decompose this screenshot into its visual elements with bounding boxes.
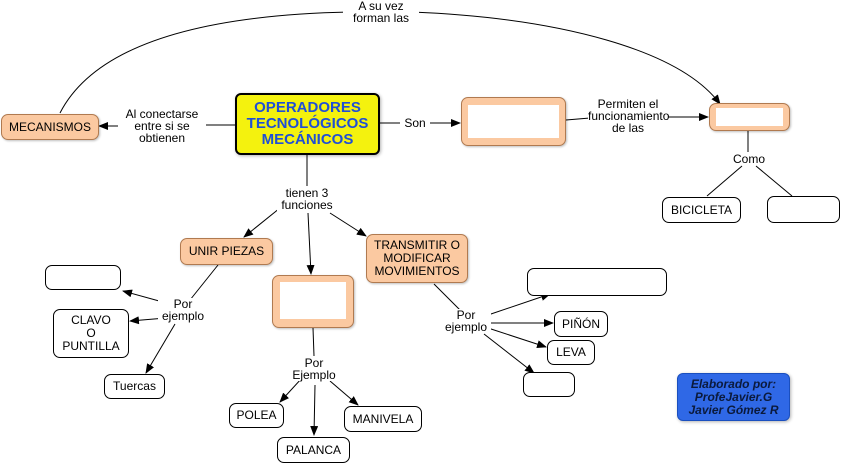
link-al-conectarse: Al conectarse entre si se obtienen bbox=[118, 108, 206, 144]
edge-pe2-palanca bbox=[310, 384, 319, 436]
node-blank-long[interactable] bbox=[527, 268, 667, 296]
node-mecanismos[interactable]: MECANISMOS bbox=[1, 114, 99, 140]
edge-unir-porejemplo bbox=[189, 264, 219, 301]
edge-forman-piezas2 bbox=[411, 11, 721, 105]
link-por-ejemplo-3: Por ejemplo bbox=[441, 309, 491, 333]
edge-pe3-leva bbox=[487, 327, 547, 348]
edge-pe3-blank1 bbox=[487, 293, 551, 316]
edge-como-blank bbox=[755, 165, 793, 197]
hidden-text-mask bbox=[716, 108, 783, 126]
edge-middle-pe2 bbox=[312, 327, 315, 357]
edge-tienen-transmitir bbox=[329, 212, 367, 237]
node-leva[interactable]: LEVA bbox=[547, 340, 595, 365]
node-tuercas[interactable]: Tuercas bbox=[104, 374, 165, 399]
link-son: Son bbox=[400, 117, 430, 129]
edge-mecanismos-forman bbox=[59, 11, 351, 114]
node-transmitir[interactable]: TRANSMITIR O MODIFICAR MOVIMIENTOS bbox=[366, 234, 468, 283]
edge-transmitir-pe3 bbox=[433, 283, 461, 311]
edge-tienen-unir bbox=[243, 207, 281, 238]
node-blank-small[interactable] bbox=[523, 372, 575, 397]
hidden-text-mask bbox=[280, 282, 346, 319]
node-right-box[interactable] bbox=[709, 103, 790, 131]
edge-como-bicicleta bbox=[706, 165, 743, 197]
node-blank-right[interactable] bbox=[767, 196, 840, 223]
edge-tienen-middle bbox=[306, 212, 315, 275]
link-por-ejemplo-1: Por ejemplo bbox=[158, 298, 208, 322]
hidden-text-mask bbox=[468, 105, 559, 138]
node-polea[interactable]: POLEA bbox=[229, 403, 284, 428]
node-manivela[interactable]: MANIVELA bbox=[344, 406, 422, 432]
node-operadores[interactable]: OPERADORES TECNOLÓGICOS MECÁNICOS bbox=[235, 93, 380, 155]
edge-pe1-tuercas bbox=[145, 323, 176, 374]
link-como: Como bbox=[729, 153, 769, 165]
edge-pe2-polea bbox=[279, 377, 303, 403]
link-por-ejemplo-2: Por Ejemplo bbox=[288, 357, 340, 381]
edge-piezas-permiten bbox=[565, 117, 591, 121]
node-clavo[interactable]: CLAVO O PUNTILLA bbox=[53, 309, 129, 358]
node-blank-left[interactable] bbox=[45, 265, 121, 290]
link-tienen: tienen 3 funciones bbox=[277, 187, 337, 211]
node-middle-box[interactable] bbox=[272, 275, 354, 328]
node-palanca[interactable]: PALANCA bbox=[277, 437, 350, 463]
link-permiten: Permiten el funcionamiento de las bbox=[588, 97, 670, 135]
node-bicicleta[interactable]: BICICLETA bbox=[662, 197, 741, 223]
edge-pe3-blank2 bbox=[483, 333, 535, 374]
node-pinon[interactable]: PIÑÓN bbox=[554, 311, 608, 337]
credit-box: Elaborado por: ProfeJavier.G Javier Góme… bbox=[677, 373, 790, 421]
node-unir-piezas[interactable]: UNIR PIEZAS bbox=[180, 238, 273, 265]
edge-pe2-manivela bbox=[329, 380, 359, 406]
node-piezas[interactable] bbox=[461, 97, 566, 146]
link-a-su-vez: A su vez forman las bbox=[343, 0, 419, 24]
